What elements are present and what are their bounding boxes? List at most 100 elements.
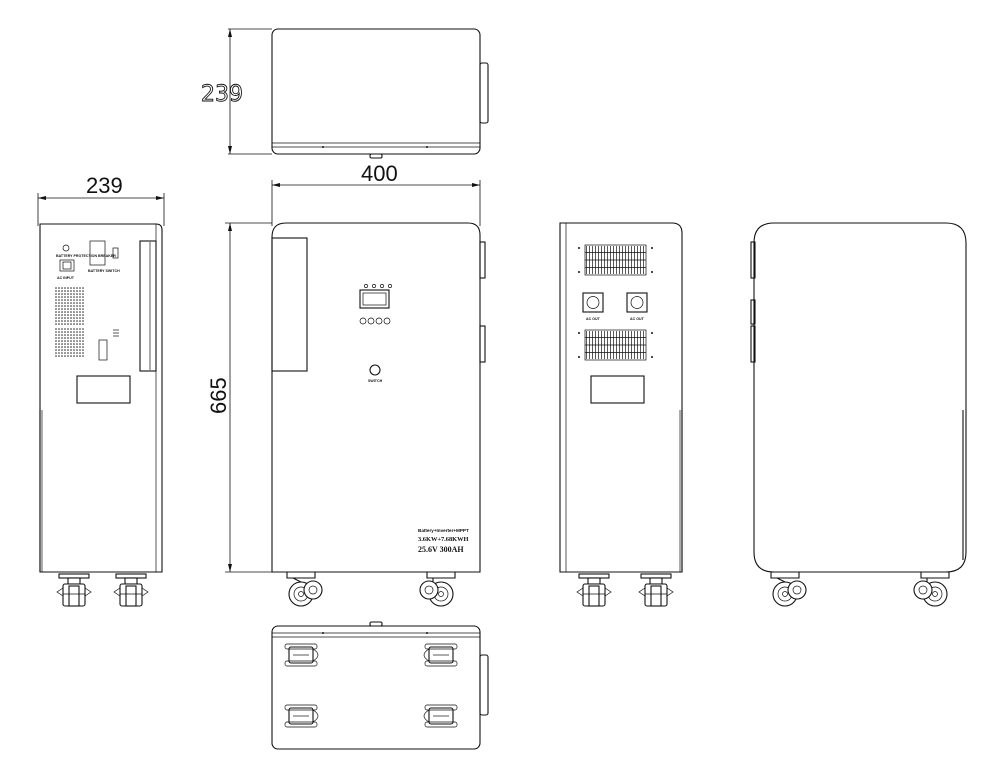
vent-hole xyxy=(61,334,63,336)
vent-hole xyxy=(76,346,78,348)
led-indicator xyxy=(364,284,368,288)
left-body xyxy=(39,223,163,573)
vent-hole xyxy=(79,293,81,295)
caster-axle xyxy=(932,591,938,597)
vent-hole xyxy=(64,346,66,348)
vent-hole xyxy=(82,320,84,322)
vent-hole xyxy=(67,302,69,304)
vent-hole xyxy=(70,299,72,301)
vent-hole xyxy=(73,331,75,333)
dim-arrow xyxy=(472,183,480,187)
vent-hole xyxy=(82,334,84,336)
vent-hole xyxy=(55,290,57,292)
dim-arrow xyxy=(228,146,232,154)
vent-hole xyxy=(73,287,75,289)
vent-hole xyxy=(58,349,60,351)
ac-outlet-1 xyxy=(582,292,604,313)
vent-hole xyxy=(70,323,72,325)
caster-top-rail xyxy=(424,721,458,728)
vent-hole xyxy=(79,352,81,354)
vent-hole xyxy=(79,331,81,333)
vent-hole xyxy=(67,340,69,342)
caster-wheel-rear xyxy=(787,580,807,600)
front-right-handle-bottom xyxy=(479,325,486,363)
vent-hole xyxy=(82,296,84,298)
bottom-view-dot xyxy=(426,632,428,634)
vent-hole xyxy=(61,349,63,351)
led-indicator xyxy=(380,284,384,288)
vent-hole xyxy=(64,343,66,345)
vent-hole xyxy=(64,355,66,357)
vent-hole xyxy=(61,317,63,319)
vent-hole xyxy=(58,305,60,307)
back-left-handle-top xyxy=(750,241,756,279)
vent-hole xyxy=(82,355,84,357)
vent-hole xyxy=(76,308,78,310)
vent-hole xyxy=(82,337,84,339)
right-label-plate xyxy=(590,375,645,404)
vent-hole xyxy=(61,320,63,322)
vent-hole xyxy=(79,308,81,310)
vent-hole xyxy=(73,328,75,330)
vent-hole xyxy=(58,290,60,292)
caster-wheel xyxy=(68,585,80,607)
caster-brake xyxy=(666,587,674,597)
vent-hole xyxy=(70,320,72,322)
vent-hole xyxy=(55,296,57,298)
vent-hole xyxy=(58,299,60,301)
vent-hole xyxy=(61,308,63,310)
vent-hole xyxy=(82,352,84,354)
top-view: 239 xyxy=(201,28,489,159)
vent-hole xyxy=(67,296,69,298)
screw-dot xyxy=(578,247,580,249)
vent-hole xyxy=(58,320,60,322)
dim-arrow xyxy=(156,196,164,200)
caster-wheel xyxy=(588,585,600,607)
vent-hole xyxy=(82,311,84,313)
small-indicator xyxy=(112,247,119,259)
right-side-view: AC OUT AC OUT xyxy=(559,222,683,607)
caster-axle xyxy=(438,591,444,597)
caster-wheel xyxy=(650,585,662,607)
vent-hole xyxy=(64,352,66,354)
caster-plate xyxy=(920,571,950,579)
bottom-view-tab xyxy=(369,621,383,627)
vent-hole xyxy=(61,328,63,330)
vent-hole xyxy=(55,308,57,310)
vent-hole xyxy=(67,305,69,307)
vent-hole xyxy=(67,317,69,319)
vent-hole xyxy=(64,305,66,307)
vent-hole xyxy=(79,296,81,298)
vent-hole xyxy=(58,340,60,342)
vent-hole xyxy=(67,328,69,330)
vent-hole xyxy=(64,334,66,336)
lcd-display xyxy=(359,289,390,309)
vent-hole xyxy=(82,323,84,325)
vent-hole xyxy=(82,305,84,307)
vent-hole xyxy=(82,290,84,292)
vent-hole xyxy=(76,314,78,316)
vent-hole xyxy=(58,328,60,330)
protection-label: BATTERY PROTECTION BREAKER xyxy=(56,254,116,258)
power-switch-icon xyxy=(369,364,381,376)
dim-arrow xyxy=(228,29,232,37)
front-casters xyxy=(286,571,456,607)
right-casters xyxy=(576,573,674,607)
vent-hole xyxy=(58,346,60,348)
vent-hole xyxy=(67,308,69,310)
right-body xyxy=(559,222,683,573)
vent-hole xyxy=(55,293,57,295)
ac-input-socket xyxy=(59,259,75,272)
vent-hole xyxy=(67,290,69,292)
vent-hole xyxy=(67,349,69,351)
ac-outlet-2 xyxy=(626,292,648,313)
vent-hole xyxy=(55,340,57,342)
ac-input-socket-inner xyxy=(62,261,72,270)
back-casters xyxy=(770,571,950,607)
vent-hole xyxy=(76,340,78,342)
vent-hole xyxy=(58,308,60,310)
vent-hole xyxy=(76,293,78,295)
vent-hole xyxy=(82,317,84,319)
vent-hole xyxy=(73,346,75,348)
vent-hole xyxy=(55,317,57,319)
